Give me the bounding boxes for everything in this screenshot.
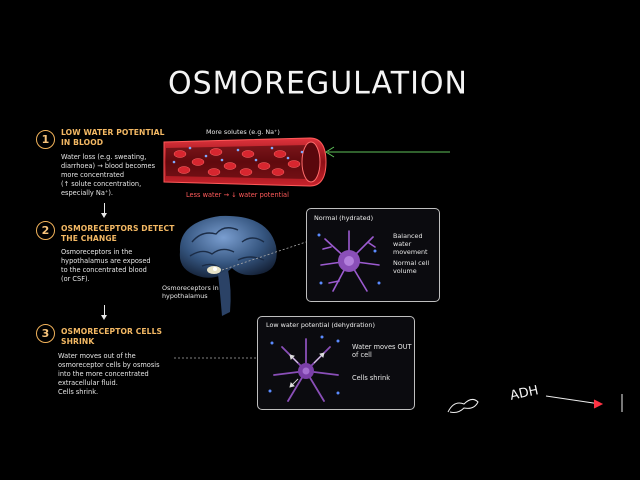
down-arrow-1 [101,203,107,218]
step-3-body-line: extracellular fluid. [58,379,118,387]
blood-vessel-illustration [163,137,327,187]
dashed-connector-brain-to-normal [221,241,307,271]
step-2-body-line: to the concentrated blood [61,266,147,274]
step-3-body-line: into the more concentrated [58,370,149,378]
step-3-body-line: Cells shrink. [58,388,99,396]
step-2-body-line: Osmoreceptors in the [61,248,133,256]
panel-low-note2: Cells shrink [352,374,391,382]
step-1-body-line: more concentrated [61,171,125,179]
panel-normal-note2-line1: Normal cell [393,259,430,267]
panel-normal-note2-line2: volume [393,267,417,275]
step-1-heading-line2: IN BLOOD [61,138,104,147]
step-3-body-line: osmoreceptor cells by osmosis [58,361,160,369]
step-2-number: 2 [36,221,55,240]
step-1-body-line: diarrhoea) → blood becomes [61,162,156,170]
vessel-bottom-label: Less water → ↓ water potential [186,191,289,199]
brain-label-line1: Osmoreceptors in [162,284,219,292]
step-3-body-line: Water moves out of the [58,352,136,360]
normal-neuron-icon [317,230,381,292]
page-title: OSMOREGULATION [168,64,468,110]
step-2-heading: OSMORECEPTORS DETECT THE CHANGE [61,224,176,244]
shrunken-neuron-icon [268,335,340,402]
step-2-heading-line1: OSMORECEPTORS DETECT [61,224,175,233]
step-1-heading: LOW WATER POTENTIAL IN BLOOD [61,128,171,148]
vessel-top-label: More solutes (e.g. Na⁺) [206,128,280,136]
panel-low-note1: Water moves OUT of cell [352,343,412,359]
panel-normal-note2: Normal cell volume [393,259,429,275]
title-text: OSMOREGULATION [168,65,468,102]
step-1-body-line: (↑ solute concentration, [61,180,142,188]
step-3-body: Water moves out of the osmoreceptor cell… [58,352,178,397]
handwritten-annotation [447,394,623,413]
step-1-body: Water loss (e.g. sweating, diarrhoea) → … [61,153,176,198]
step-2-heading-line2: THE CHANGE [61,234,117,243]
step-2-body-line: hypothalamus are exposed [61,257,151,265]
green-arrow-icon [325,146,450,158]
brain-label-line2: hypothalamus [162,292,208,300]
brain-illustration [179,215,277,316]
step-1-heading-line1: LOW WATER POTENTIAL [61,128,165,137]
panel-normal-note1-line2: movement [393,248,428,256]
brain-label: Osmoreceptors in hypothalamus [162,284,219,300]
panel-low-water: Low water potential (dehydration) Water … [257,316,415,410]
panel-low-title: Low water potential (dehydration) [266,321,375,329]
panel-normal-note1-line1: Balanced water [393,232,423,248]
step-3-heading-line2: SHRINK [61,337,95,346]
step-3-number: 3 [36,324,55,343]
step-3-heading: OSMORECEPTOR CELLS SHRINK [61,327,176,347]
step-2-body-line: (or CSF). [61,275,90,283]
panel-normal-note1: Balanced water movement [393,232,439,256]
step-1-body-line: especially Na⁺). [61,189,114,197]
step-3-heading-line1: OSMORECEPTOR CELLS [61,327,163,336]
panel-normal: Normal (hydrated) Balanced water movemen… [306,208,440,302]
step-2-body: Osmoreceptors in the hypothalamus are ex… [61,248,176,284]
panel-low-note1-line1: Water moves OUT [352,343,412,351]
panel-low-note1-line2: of cell [352,351,372,359]
down-arrow-2 [101,305,107,320]
step-1-body-line: Water loss (e.g. sweating, [61,153,147,161]
panel-normal-title: Normal (hydrated) [314,214,374,222]
step-1-number: 1 [36,130,55,149]
dashed-connector-step3 [174,357,258,359]
